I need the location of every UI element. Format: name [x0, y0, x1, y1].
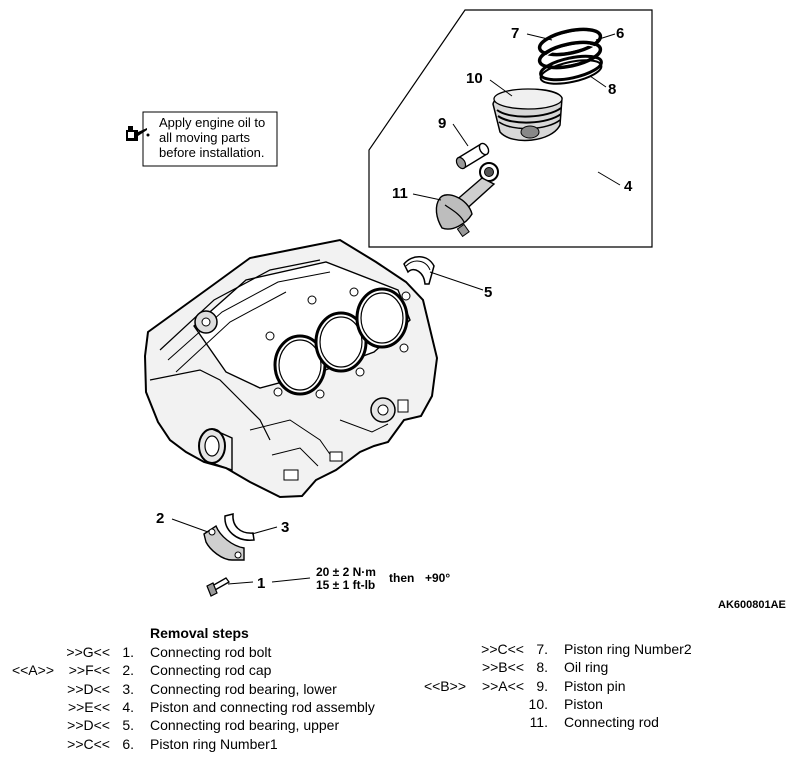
piston-group-frame: [368, 9, 653, 248]
torque-imperial: 15 ± 1 ft-lb: [316, 578, 375, 592]
step-number: 6.: [122, 736, 134, 752]
callout-9: 9: [438, 115, 446, 132]
step-number: 4.: [122, 699, 134, 715]
step-label: Connecting rod bearing, upper: [150, 717, 340, 733]
step-number: 9.: [536, 678, 548, 694]
step-number: 10.: [528, 696, 548, 712]
figure-code: AK600801AE: [718, 599, 786, 611]
piston-rings: [537, 27, 603, 85]
callout-4: 4: [624, 178, 633, 195]
engine-block: [143, 238, 439, 499]
torque-then: then: [389, 571, 414, 585]
step-label: Oil ring: [564, 659, 609, 675]
step-mark: >>E<<: [67, 699, 110, 715]
oil-note-box: [142, 111, 278, 167]
bearing-lower: [224, 513, 255, 541]
callout-5: 5: [484, 284, 492, 301]
step-label: Connecting rod bolt: [150, 644, 272, 660]
step-number: 2.: [122, 662, 134, 678]
step-mark: >>C<<: [67, 736, 110, 752]
step-mark: >>B<<: [481, 659, 524, 675]
step-label: Piston ring Number2: [564, 641, 692, 657]
step-label: Piston pin: [564, 678, 626, 694]
step-label: Connecting rod cap: [150, 662, 272, 678]
callout-11: 11: [392, 185, 408, 202]
leader-lines: [171, 33, 621, 585]
step-mark: >>D<<: [67, 717, 110, 733]
piston: [492, 88, 563, 142]
callout-3: 3: [281, 519, 289, 536]
oil-note: Apply engine oil to all moving parts bef…: [126, 111, 278, 167]
callouts: 1 2 3 4 5 6 7 8 9 10 11: [156, 25, 633, 592]
torque-angle: +90°: [425, 571, 450, 585]
oil-note-line-3: before installation.: [159, 145, 265, 160]
step-number: 1.: [122, 644, 134, 660]
callout-1: 1: [257, 575, 265, 592]
removal-steps-title: Removal steps: [150, 625, 249, 641]
bearing-upper: [403, 256, 435, 285]
step-number: 8.: [536, 659, 548, 675]
step-label: Piston and connecting rod assembly: [150, 699, 375, 715]
step-label: Connecting rod: [564, 714, 659, 730]
callout-7: 7: [511, 25, 519, 42]
callout-6: 6: [616, 25, 624, 42]
step-number: 7.: [536, 641, 548, 657]
step-number: 5.: [122, 717, 134, 733]
step-mark: >>F<<: [68, 662, 110, 678]
step-number: 3.: [122, 681, 134, 697]
oil-note-line-1: Apply engine oil to: [159, 115, 265, 130]
connecting-rod-bolt: [206, 577, 230, 597]
step-label: Connecting rod bearing, lower: [150, 681, 337, 697]
step-mark: >>C<<: [481, 641, 524, 657]
oil-can-icon: [126, 126, 150, 141]
step-label: Piston ring Number1: [150, 736, 278, 752]
step-mark: >>A<<: [481, 678, 524, 694]
step-outer-mark: <<B>>: [423, 678, 466, 694]
step-label: Piston: [564, 696, 603, 712]
step-number: 11.: [529, 714, 548, 730]
callout-8: 8: [608, 81, 616, 98]
oil-note-line-2: all moving parts: [159, 130, 251, 145]
connecting-rod-cap: [203, 524, 245, 561]
callout-2: 2: [156, 510, 164, 527]
connecting-rod: [435, 162, 499, 238]
torque-metric: 20 ± 2 N·m: [316, 565, 376, 579]
crankshaft-snout: [198, 428, 233, 471]
torque-spec: 20 ± 2 N·m 15 ± 1 ft-lb then +90°: [316, 565, 450, 592]
piston-pin: [455, 142, 490, 170]
callout-10: 10: [466, 70, 483, 87]
cylinder-bores: [273, 287, 409, 396]
step-mark: >>G<<: [66, 644, 110, 660]
step-outer-mark: <<A>>: [11, 662, 54, 678]
step-mark: >>D<<: [67, 681, 110, 697]
